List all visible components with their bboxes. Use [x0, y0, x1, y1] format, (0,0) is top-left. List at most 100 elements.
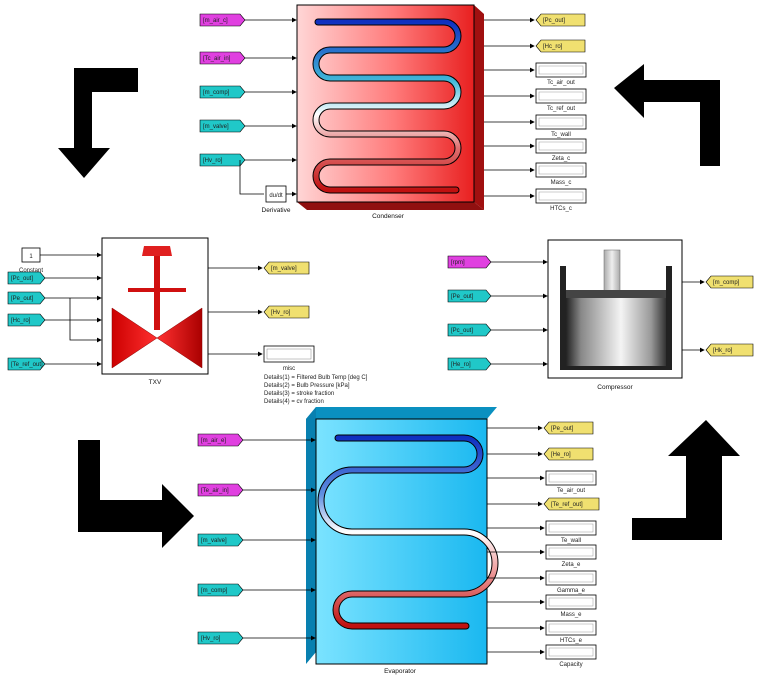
condenser-display-2-label: Tc_wall [551, 132, 571, 138]
txv-detail-3: Details(4) = cv fraction [264, 399, 324, 405]
compressor-title: Compressor [597, 384, 633, 391]
condenser-input-2[interactable]: [m_comp] [199, 85, 297, 99]
evaporator-goto-2[interactable]: [Te_ref_out] [487, 497, 600, 511]
condenser-input-3-label: [m_valve] [203, 124, 229, 130]
condenser-block[interactable] [296, 4, 484, 210]
condenser-input-4-label: [Hv_ro] [203, 158, 223, 164]
txv-input-0[interactable]: [Pc_out] [7, 271, 102, 285]
condenser-display-0: Tc_air_out [484, 62, 587, 86]
condenser-display-4: Mass_c [484, 162, 587, 186]
txv-goto-0-label: [m_valve] [271, 266, 297, 272]
condenser-display-3-label: Zeta_c [552, 156, 570, 162]
compressor-goto-1-label: [Hk_ro] [713, 348, 733, 354]
cycle-arrow-top-right [614, 64, 720, 166]
txv-input-0-label: [Pc_out] [11, 276, 33, 282]
condenser-display-5-label: HTCs_c [550, 206, 572, 212]
condenser-goto-0[interactable]: [Pc_out] [484, 13, 586, 27]
compressor-input-1-label: [Pe_out] [451, 294, 474, 300]
txv-input-3[interactable]: [Te_ref_out] [7, 357, 102, 371]
txv-misc-display [208, 345, 315, 363]
condenser-display-1: Tc_ref_out [484, 88, 587, 112]
txv-goto-0[interactable]: [m_valve] [208, 261, 310, 275]
constant-value: 1 [29, 254, 33, 260]
evaporator-display-4-label: Mass_e [560, 612, 582, 618]
txv-goto-1[interactable]: [Hv_ro] [208, 305, 310, 319]
derivative-label: Derivative [262, 207, 291, 214]
txv-input-1-label: [Pe_out] [11, 296, 34, 302]
derivative-text: du/dt [269, 193, 283, 199]
constant-block[interactable]: 1 [21, 247, 102, 263]
evaporator-goto-1-label: [He_ro] [551, 452, 571, 458]
compressor-goto-1[interactable]: [Hk_ro] [682, 343, 754, 357]
evaporator-display-3-label: Gamma_e [557, 588, 586, 594]
compressor-goto-0-label: [m_comp] [713, 280, 740, 286]
evaporator-input-2[interactable]: [m_valve] [197, 533, 316, 547]
condenser-input-2-label: [m_comp] [203, 90, 230, 96]
evaporator-display-6: Capacity [487, 644, 597, 668]
compressor-input-2[interactable]: [Pc_out] [447, 323, 548, 337]
evaporator-display-5-label: HTCs_e [560, 638, 583, 644]
evaporator-display-6-label: Capacity [559, 662, 582, 668]
condenser-input-1-label: [Tc_air_in] [203, 56, 231, 62]
condenser-display-2: Tc_wall [484, 114, 587, 138]
evaporator-block[interactable] [306, 407, 499, 665]
compressor-input-0-label: [rpm] [451, 260, 465, 266]
evaporator-goto-0[interactable]: [Pe_out] [487, 421, 594, 435]
txv-detail-2: Details(3) = stroke fraction [264, 391, 334, 397]
evaporator-display-5: HTCs_e [487, 620, 597, 644]
evaporator-title: Evaporator [384, 668, 417, 675]
txv-input-2[interactable]: [Hc_ro] [7, 313, 102, 327]
evaporator-display-1-label: Te_wall [561, 538, 581, 544]
txv-title: TXV [149, 379, 162, 386]
compressor-input-3-label: [He_ro] [451, 362, 471, 368]
evaporator-input-4-label: [Hv_ro] [201, 636, 221, 642]
compressor-input-1[interactable]: [Pe_out] [447, 289, 548, 303]
condenser-display-4-label: Mass_c [551, 180, 572, 186]
compressor-block[interactable] [547, 239, 683, 379]
compressor-input-3[interactable]: [He_ro] [447, 357, 548, 371]
cycle-arrow-bottom-right [632, 420, 740, 540]
evaporator-input-1-label: [Te_air_in] [201, 488, 229, 494]
condenser-display-5: HTCs_c [484, 188, 587, 212]
txv-misc-label: misc [283, 366, 295, 372]
evaporator-input-3-label: [m_comp] [201, 588, 228, 594]
txv-input-1[interactable]: [Pe_out] [7, 291, 102, 305]
condenser-input-4[interactable]: [Hv_ro] [199, 153, 297, 167]
evaporator-input-2-label: [m_valve] [201, 538, 227, 544]
evaporator-input-3[interactable]: [m_comp] [197, 583, 316, 597]
evaporator-goto-1[interactable]: [He_ro] [487, 447, 594, 461]
txv-detail-0: Details(1) = Filtered Bulb Temp [deg C] [264, 375, 368, 381]
evaporator-display-3: Gamma_e [487, 570, 597, 594]
compressor-input-2-label: [Pc_out] [451, 328, 473, 334]
evaporator-display-1: Te_wall [487, 520, 597, 544]
evaporator-goto-2-label: [Te_ref_out] [551, 502, 583, 508]
condenser-input-3[interactable]: [m_valve] [199, 119, 297, 133]
compressor-input-0[interactable]: [rpm] [447, 255, 548, 269]
txv-detail-1: Details(2) = Bulb Pressure [kPa] [264, 383, 350, 389]
condenser-input-0-label: [m_air_c] [203, 18, 228, 24]
evaporator-display-4: Mass_e [487, 594, 597, 618]
condenser-input-1[interactable]: [Tc_air_in] [199, 51, 297, 65]
evaporator-input-1[interactable]: [Te_air_in] [197, 483, 316, 497]
derivative-block[interactable]: du/dt [239, 160, 297, 203]
evaporator-input-4[interactable]: [Hv_ro] [197, 631, 316, 645]
txv-block[interactable] [101, 237, 209, 375]
evaporator-input-0-label: [m_air_e] [201, 438, 226, 444]
compressor-goto-0[interactable]: [m_comp] [682, 275, 754, 289]
condenser-display-1-label: Tc_ref_out [547, 106, 575, 112]
condenser-goto-0-label: [Pc_out] [543, 18, 565, 24]
condenser-display-3: Zeta_c [484, 138, 587, 162]
evaporator-goto-0-label: [Pe_out] [551, 426, 574, 432]
evaporator-display-0-label: Te_air_out [557, 488, 585, 494]
condenser-goto-1[interactable]: [Hc_ro] [484, 39, 586, 53]
txv-input-2-label: [Hc_ro] [11, 318, 31, 324]
txv-input-3-label: [Te_ref_out] [11, 362, 43, 368]
evaporator-display-0: Te_air_out [487, 470, 597, 494]
evaporator-input-0[interactable]: [m_air_e] [197, 433, 316, 447]
condenser-goto-1-label: [Hc_ro] [543, 44, 563, 50]
cycle-arrow-top-left [58, 68, 138, 178]
condenser-input-0[interactable]: [m_air_c] [199, 13, 297, 27]
txv-goto-1-label: [Hv_ro] [271, 310, 291, 316]
condenser-title: Condenser [372, 213, 405, 220]
